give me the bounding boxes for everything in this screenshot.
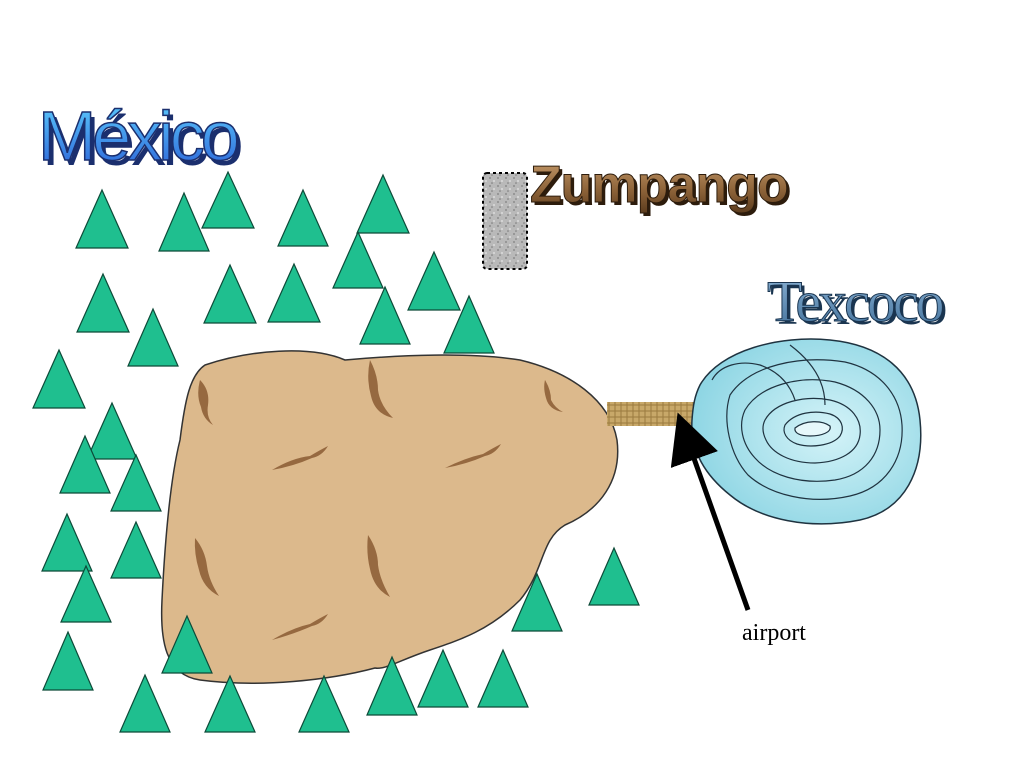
- svg-text:México: México: [38, 97, 237, 175]
- svg-text:Texcoco: Texcoco: [770, 272, 946, 337]
- fish-fossil-icon: [544, 380, 563, 412]
- triangle-mountain-icon: [201, 170, 255, 229]
- triangle-mountain-icon: [127, 307, 179, 367]
- svg-text:Texcoco: Texcoco: [767, 269, 943, 334]
- triangle-mountain-icon: [76, 272, 130, 333]
- triangle-mountain-icon: [60, 564, 112, 623]
- fish-fossil-icon: [272, 446, 328, 470]
- triangle-mountain-icon: [119, 673, 171, 733]
- triangle-mountain-icon: [298, 674, 350, 733]
- triangle-mountain-icon: [332, 230, 384, 289]
- triangle-mountain-icon: [407, 250, 461, 311]
- airport-label: airport: [742, 620, 806, 646]
- fish-fossil-icon: [194, 538, 219, 596]
- fish-fossil-icon: [272, 614, 328, 640]
- triangle-mountain-icon: [588, 546, 640, 606]
- arrow-up-icon: [670, 412, 751, 611]
- triangle-mountain-icon: [203, 263, 257, 324]
- triangle-mountain-icon: [366, 655, 418, 716]
- triangle-mountain-icon: [86, 401, 138, 460]
- triangle-mountain-icon: [158, 191, 210, 252]
- triangle-mountain-icon: [204, 674, 256, 733]
- fish-fossil-icon: [198, 380, 213, 425]
- svg-text:Zumpango: Zumpango: [533, 159, 791, 217]
- triangle-mountain-icon: [32, 348, 86, 409]
- mexico-city-region: [160, 350, 619, 684]
- triangle-mountain-icon: [59, 434, 111, 494]
- triangle-mountain-icon: [110, 453, 162, 512]
- triangle-mountain-icon: [277, 188, 329, 247]
- triangle-mountain-icon: [356, 173, 410, 234]
- zumpango-lake-block: [482, 172, 528, 270]
- triangle-mountain-icon: [267, 262, 321, 323]
- fish-fossil-icon: [367, 535, 390, 597]
- zumpango-title: Zumpango Zumpango: [530, 156, 792, 218]
- mountains: [32, 170, 640, 733]
- svg-text:Zumpango: Zumpango: [530, 156, 788, 214]
- fish-fossil-icon: [445, 444, 501, 468]
- triangle-mountain-icon: [161, 614, 213, 674]
- triangle-mountain-icon: [359, 285, 411, 345]
- fish-fossil-icon: [368, 360, 393, 418]
- triangle-mountain-icon: [75, 188, 129, 249]
- svg-text:México: México: [42, 102, 241, 180]
- triangle-mountain-icon: [417, 648, 469, 708]
- triangle-mountain-icon: [511, 572, 563, 632]
- triangle-mountain-icon: [477, 648, 529, 708]
- triangle-mountain-icon: [42, 630, 94, 691]
- texcoco-title: Texcoco Texcoco: [767, 269, 949, 338]
- triangle-mountain-icon: [110, 520, 162, 579]
- triangle-mountain-icon: [443, 294, 495, 354]
- texcoco-lake: [691, 338, 922, 525]
- mexico-title: México México: [37, 96, 245, 180]
- triangle-mountain-icon: [41, 512, 93, 572]
